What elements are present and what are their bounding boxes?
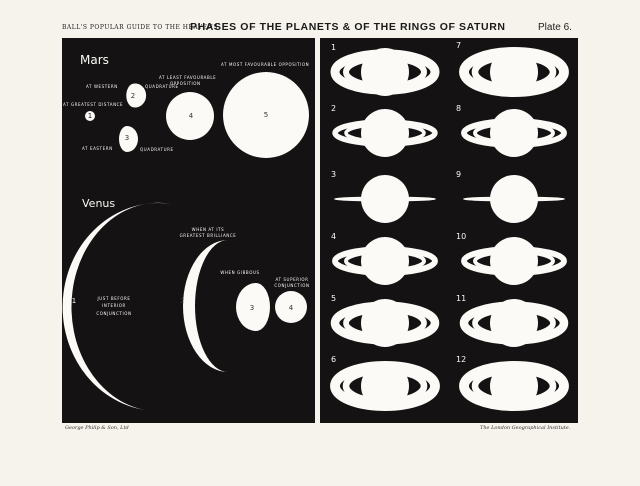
saturn-figure-6: 6: [330, 355, 440, 411]
ring-front: [461, 260, 567, 276]
saturn-number: 7: [456, 41, 461, 50]
saturn-globe: [490, 175, 538, 223]
publisher-credit: George Philip & Son, Ltd: [65, 425, 129, 431]
saturn-figure-10: 10: [456, 232, 567, 285]
saturn-number: 4: [331, 232, 336, 241]
mars-number-5: 5: [264, 111, 268, 119]
ring-front: [473, 132, 555, 145]
venus-number-2: 2: [180, 297, 184, 305]
ring-front: [474, 198, 554, 202]
saturn-number: 12: [456, 355, 466, 364]
saturn-number: 3: [331, 170, 336, 179]
ring-front: [330, 322, 440, 345]
mars-label-3b: quadrature: [140, 147, 174, 152]
ring-front: [471, 71, 557, 91]
mars-phase-1: [85, 111, 95, 121]
ring-front: [344, 132, 426, 144]
mars-label-4b: opposition: [170, 81, 201, 86]
ring-front: [345, 198, 425, 202]
ring-front: [342, 385, 428, 405]
saturn-figure-5: 5: [330, 294, 440, 347]
venus-label-1b: interior: [102, 303, 126, 308]
ring-front: [461, 132, 567, 148]
ring-front: [471, 385, 557, 405]
mars-phase-2: [126, 83, 147, 108]
saturn-number: 8: [456, 104, 461, 113]
mars-number-1: 1: [88, 112, 92, 120]
mars-label-3a: at eastern: [82, 146, 113, 151]
venus-label-3a: when gibbous: [220, 270, 259, 275]
mars-label-2a: at western: [86, 84, 118, 89]
ring-front: [332, 260, 438, 276]
venus-label-1c: conjunction: [96, 311, 131, 316]
saturn-globe: [490, 237, 538, 285]
ring-front: [473, 260, 555, 273]
venus-number-4: 4: [289, 304, 294, 312]
saturn-globe: [361, 237, 409, 285]
mars-label-2b: quadrature: [145, 84, 179, 89]
ring-front: [344, 260, 426, 273]
venus-label-4a: at superior: [275, 277, 308, 282]
mars-phase-3: [119, 126, 138, 152]
saturn-figure-3: 3: [331, 170, 436, 223]
plate-title: PHASES OF THE PLANETS & OF THE RINGS OF …: [190, 21, 506, 33]
ring-front: [343, 71, 427, 90]
saturn-figure-2: 2: [331, 104, 438, 157]
mars-phase-4: [166, 92, 214, 140]
mars-number-4: 4: [189, 112, 194, 120]
ring-front: [472, 322, 556, 340]
saturn-figure-4: 4: [331, 232, 438, 285]
saturn-number: 1: [331, 43, 336, 52]
saturn-number: 11: [456, 294, 466, 303]
mars-label-5: at most favourable opposition: [221, 62, 309, 67]
series-title: Ball's Popular Guide to the Heavens: [62, 24, 218, 31]
saturn-globe: [361, 109, 409, 157]
saturn-figure-7: 7: [456, 41, 569, 97]
ring-front: [459, 385, 569, 411]
mars-label-4a: at least favourable: [159, 75, 216, 80]
venus-label-1a: just before: [97, 296, 131, 301]
saturn-globe: [361, 175, 409, 223]
venus-label-4b: conjunction: [274, 283, 309, 288]
venus-phase-3: [236, 283, 270, 331]
mars-number-3: 3: [125, 134, 129, 142]
saturn-figure-12: 12: [456, 355, 569, 411]
venus-number-3: 3: [250, 304, 254, 312]
saturn-number: 2: [331, 104, 336, 113]
venus-title: Venus: [82, 197, 115, 210]
mars-number-2: 2: [131, 92, 135, 100]
venus-phase-2: [183, 240, 228, 372]
venus-label-2a: when at its: [192, 227, 225, 232]
saturn-number: 5: [331, 294, 336, 303]
venus-phase-4: [275, 291, 307, 323]
saturn-figure-9: 9: [456, 170, 565, 223]
mars-phase-5: [223, 72, 309, 158]
ring-front: [332, 132, 438, 147]
ring-front: [330, 385, 440, 411]
saturn-panel: [320, 38, 578, 423]
saturn-number: 10: [456, 232, 466, 241]
institute-credit: The London Geographical Institute.: [480, 425, 571, 431]
saturn-figure-1: 1: [330, 43, 440, 96]
ring-front: [343, 322, 427, 340]
saturn-figure-8: 8: [456, 104, 567, 157]
saturn-figure-11: 11: [456, 294, 569, 347]
mars-title: Mars: [80, 53, 109, 67]
mars-label-1: at greatest distance: [63, 102, 123, 107]
venus-label-2b: greatest brilliance: [180, 233, 237, 238]
saturn-number: 6: [331, 355, 336, 364]
saturn-globe: [490, 109, 538, 157]
ring-front: [459, 71, 569, 97]
plate-number: Plate 6.: [538, 22, 572, 33]
ring-front: [459, 322, 569, 345]
ring-front: [330, 71, 440, 95]
saturn-number: 9: [456, 170, 461, 179]
venus-number-1: 1: [72, 297, 76, 305]
